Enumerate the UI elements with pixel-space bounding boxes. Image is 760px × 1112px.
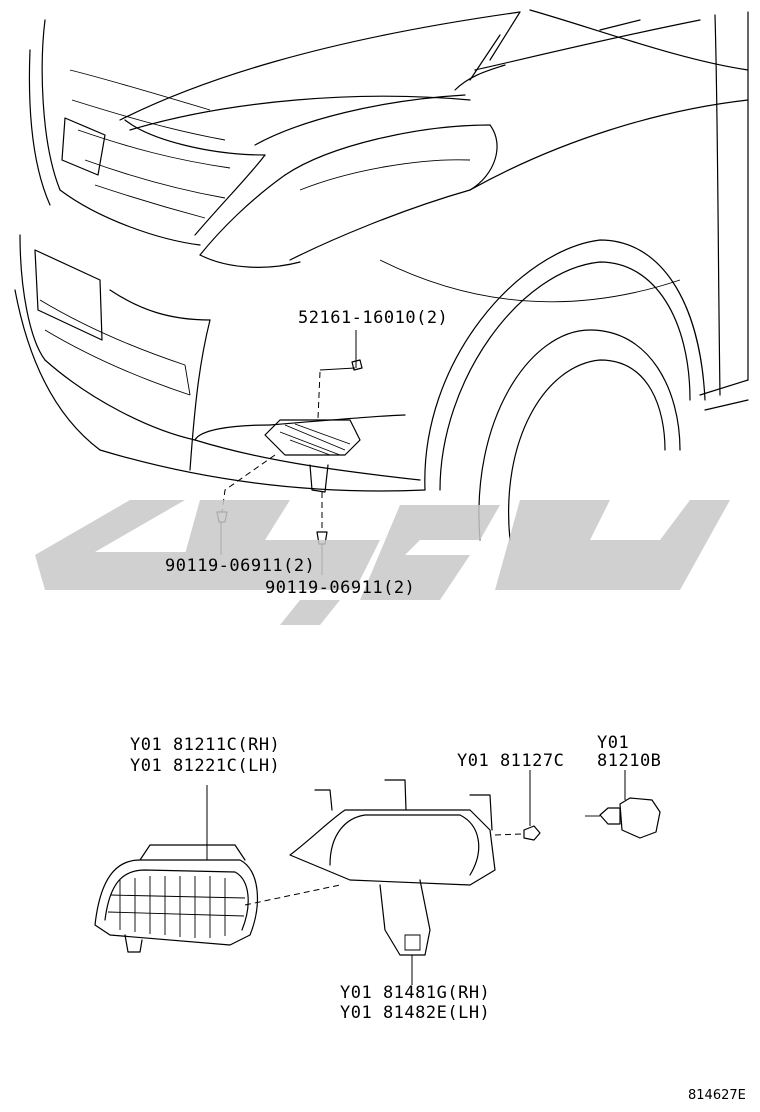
vehicle-front-drawing	[14, 9, 749, 575]
callout-bulb-line1: Y01	[597, 733, 630, 753]
callout-bracket-bolt: 52161-16010(2)	[298, 308, 449, 328]
callout-nut: Y01 81127C	[457, 751, 565, 771]
figure-number: 814627E	[688, 1088, 746, 1103]
watermark-logo	[35, 500, 730, 625]
callout-cover-lh: Y01 81482E(LH)	[340, 1003, 491, 1023]
callout-screw-right: 90119-06911(2)	[265, 578, 416, 598]
callout-fog-lamp-lh: Y01 81221C(LH)	[130, 756, 281, 776]
callout-screw-left: 90119-06911(2)	[165, 556, 316, 576]
callout-bulb-line2: 81210B	[597, 751, 662, 771]
callout-fog-lamp-rh: Y01 81211C(RH)	[130, 735, 281, 755]
fog-lamp-exploded-view	[94, 770, 661, 985]
callout-cover-rh: Y01 81481G(RH)	[340, 983, 491, 1003]
